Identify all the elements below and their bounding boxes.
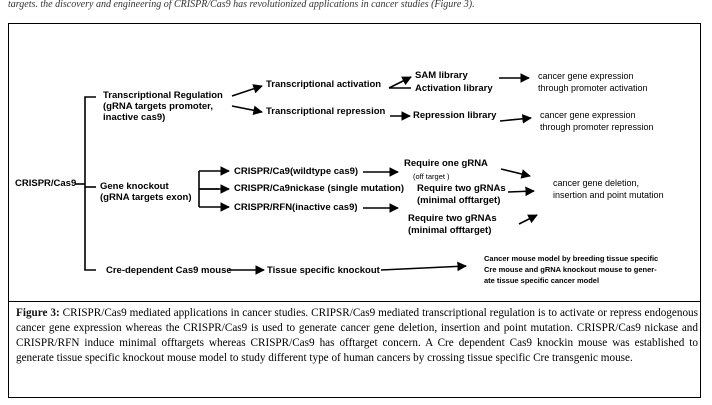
repression-result-2: through promoter repression <box>540 122 654 132</box>
cre-result-2: Cre mouse and gRNA knockout mouse to gen… <box>484 265 657 274</box>
activation-label: Transcriptional activation <box>266 79 382 90</box>
caption-label: Figure 3: <box>16 307 60 319</box>
arrow-req-one-to-result <box>500 168 531 179</box>
off-target-label: (off target ) <box>413 172 450 181</box>
cre-result-1: Cancer mouse model by breeding tissue sp… <box>484 254 659 263</box>
knockout-label-1: Gene knockout <box>100 181 169 192</box>
activation-result-1: cancer gene expression <box>538 71 634 81</box>
figure-frame <box>8 23 701 398</box>
minimal-offtarget-b: (minimal offtarget) <box>408 225 492 236</box>
repression-label: Transcriptional repression <box>266 106 386 117</box>
minimal-offtarget-a: (minimal offtarget) <box>417 195 501 206</box>
nickase-label: CRISPR/Ca9nickase (single mutation) <box>234 183 404 194</box>
caption-divider <box>9 301 700 302</box>
tissue-knockout-label: Tissue specific knockout <box>267 265 380 276</box>
activation-library-label: Activation library <box>415 83 493 94</box>
require-one-grna: Require one gRNA <box>404 158 488 169</box>
arrow-to-repression-result <box>499 114 532 124</box>
root-label: CRISPR/Cas9 <box>15 178 77 189</box>
activation-result-2: through promoter activation <box>538 83 648 93</box>
transcriptional-label-1: Transcriptional Regulation <box>103 90 223 101</box>
require-two-grnas-a: Require two gRNAs <box>417 183 506 194</box>
transcriptional-label-3: inactive cas9) <box>103 112 166 123</box>
cre-label: Cre-dependent Cas9 mouse <box>106 265 232 276</box>
wildtype-label: CRISPR/Ca9(wildtype cas9) <box>234 166 359 177</box>
arrow-to-repression <box>231 105 263 116</box>
require-two-grnas-b: Require two gRNAs <box>408 213 497 224</box>
knockout-result-1: cancer gene deletion, <box>553 178 640 188</box>
page-top-text: targets. the discovery and engineering o… <box>8 0 475 10</box>
caption-text: CRISPR/Cas9 mediated applications in can… <box>16 307 698 364</box>
arrow-req-two-to-result <box>507 186 535 197</box>
rfn-label: CRISPR/RFN(inactive cas9) <box>234 202 358 213</box>
arrow-to-sam-library <box>388 76 412 89</box>
knockout-label-2: (gRNA targets exon) <box>100 192 192 203</box>
main-bracket <box>84 96 96 271</box>
sam-library-label: SAM library <box>415 70 468 81</box>
arrow-req-two-b-to-result <box>518 214 538 225</box>
cre-result-3: ate tissue specific cancer model <box>484 276 600 285</box>
arrow-tissue-to-result <box>380 261 467 272</box>
repression-result-1: cancer gene expression <box>540 110 636 120</box>
repression-library-label: Repression library <box>413 110 497 121</box>
arrow-to-activation <box>231 84 263 97</box>
figure-caption: Figure 3: CRISPR/Cas9 mediated applicati… <box>16 306 698 366</box>
transcriptional-label-2: (gRNA targets promoter, <box>103 101 213 112</box>
knockout-result-2: insertion and point mutation <box>553 190 664 200</box>
